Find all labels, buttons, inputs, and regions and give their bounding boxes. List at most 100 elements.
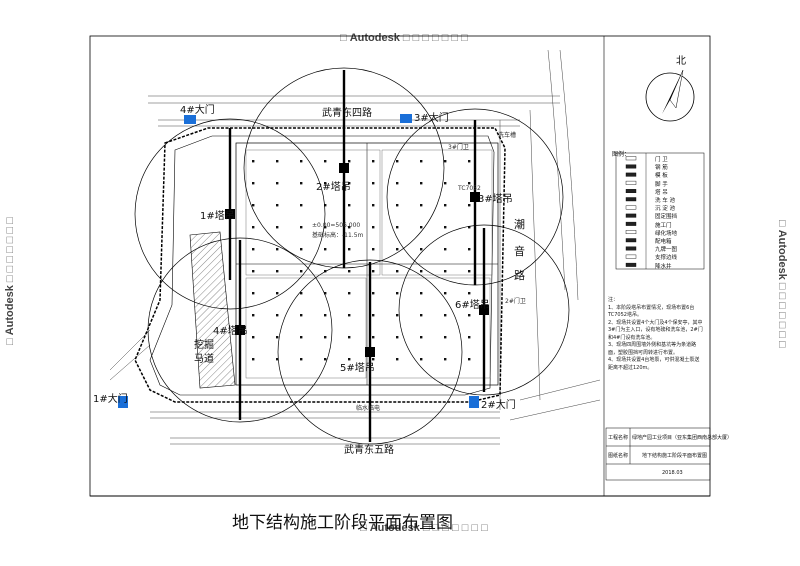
column-dot [324, 358, 327, 361]
column-dot [444, 314, 447, 317]
gate-1-label: 1#大门 [93, 394, 128, 405]
column-dot [468, 358, 471, 361]
column-dot [324, 292, 327, 295]
column-dot [372, 336, 375, 339]
column-dot [324, 270, 327, 273]
column-dot [372, 160, 375, 163]
column-dot [348, 226, 351, 229]
title-block-date: 2018.03 [662, 470, 683, 476]
column-dot [372, 204, 375, 207]
ramp-area [189, 231, 236, 389]
gate-markers [118, 114, 479, 408]
column-dot [396, 182, 399, 185]
notes-head: 注： [608, 297, 619, 303]
column-dot [468, 160, 471, 163]
watermark-bottom: □ Autodesk □ □ □ □ □ □ □ [360, 522, 488, 534]
ramp-label-2: 马道 [194, 354, 214, 365]
column-dot [300, 314, 303, 317]
crane-5-radius [277, 259, 463, 445]
column-dot [444, 182, 447, 185]
column-dot [420, 248, 423, 251]
crane-model-label: TC7052 [458, 185, 481, 192]
column-dot [252, 160, 255, 163]
column-dot [372, 182, 375, 185]
wash-label: 洗车槽 [498, 132, 517, 139]
legend-symbols [625, 156, 637, 267]
elevation-label: ±0.00=506.000 [312, 222, 361, 229]
road-north-label: 武青东四路 [322, 108, 372, 119]
column-dot [420, 358, 423, 361]
crane-1-base [225, 209, 235, 219]
legend-symbol [625, 254, 637, 259]
column-dot [348, 292, 351, 295]
crane-2-label: 2#塔吊 [316, 182, 351, 193]
column-dot [252, 182, 255, 185]
column-dot [396, 248, 399, 251]
gate-3-label: 3#大门 [414, 113, 449, 124]
crane-4-label: 4#塔吊 [213, 326, 248, 337]
office-label: 临水临电 [356, 405, 381, 412]
base-elevation-label: 基础标高：-11.5m [312, 232, 364, 239]
column-dot [324, 204, 327, 207]
column-dot [444, 226, 447, 229]
column-dot [252, 204, 255, 207]
column-dot [396, 204, 399, 207]
legend-symbol [625, 180, 637, 185]
road-east-label-3: 路 [514, 269, 525, 282]
column-dot [300, 204, 303, 207]
column-dot [348, 160, 351, 163]
crane-2-base [339, 163, 349, 173]
column-dot [396, 314, 399, 317]
crane-1-label: 1#塔吊 [200, 211, 235, 222]
column-dot [372, 270, 375, 273]
crane-4-base [235, 325, 245, 335]
north-label: 北 [676, 56, 686, 67]
gate-4-label: 4#大门 [180, 105, 215, 116]
column-dot [468, 336, 471, 339]
legend-symbol [625, 156, 637, 161]
legend-item-label: 模 板 [655, 173, 668, 180]
column-dot [396, 226, 399, 229]
column-dot [468, 248, 471, 251]
column-dot [300, 292, 303, 295]
legend-symbol [625, 205, 637, 210]
column-dot [276, 358, 279, 361]
gate-4-marker [184, 115, 196, 124]
road-south-label: 武青东五路 [344, 445, 394, 456]
column-dot [468, 270, 471, 273]
legend-box [615, 152, 705, 270]
column-dot [276, 204, 279, 207]
legend-symbol [625, 172, 637, 177]
legend-item-label: 门 卫 [655, 157, 668, 163]
note-1: 1、本阶段塔吊布置情况，现场布置6台TC7052塔吊。 [608, 304, 695, 319]
column-dot [468, 182, 471, 185]
gate-3-marker [400, 114, 412, 123]
column-dot [300, 358, 303, 361]
column-dot [444, 270, 447, 273]
crane-4-radius [147, 237, 333, 423]
crane-6-label: 6#塔吊 [455, 300, 490, 311]
legend-item-label: 降水井 [655, 263, 672, 270]
column-dot [420, 226, 423, 229]
column-dot [348, 358, 351, 361]
crane-bases [225, 163, 489, 357]
crane-3-label: 3#塔吊 [478, 194, 513, 205]
column-dot [300, 270, 303, 273]
inner-support-line [149, 135, 495, 396]
gate-2-label: 2#大门 [481, 400, 516, 411]
column-dot [396, 336, 399, 339]
column-dot [468, 226, 471, 229]
column-dot [252, 358, 255, 361]
column-dot [300, 336, 303, 339]
note-4: 4、现场共设置4台地泵，可供混凝土泵送距离不超过120m。 [608, 357, 700, 371]
column-dot [444, 358, 447, 361]
legend-symbol [625, 262, 637, 267]
legend-symbol [625, 197, 637, 202]
column-dot [276, 248, 279, 251]
legend-symbol [625, 230, 637, 235]
column-dot [348, 248, 351, 251]
column-dot [324, 314, 327, 317]
column-grid [252, 160, 471, 361]
column-dot [444, 248, 447, 251]
